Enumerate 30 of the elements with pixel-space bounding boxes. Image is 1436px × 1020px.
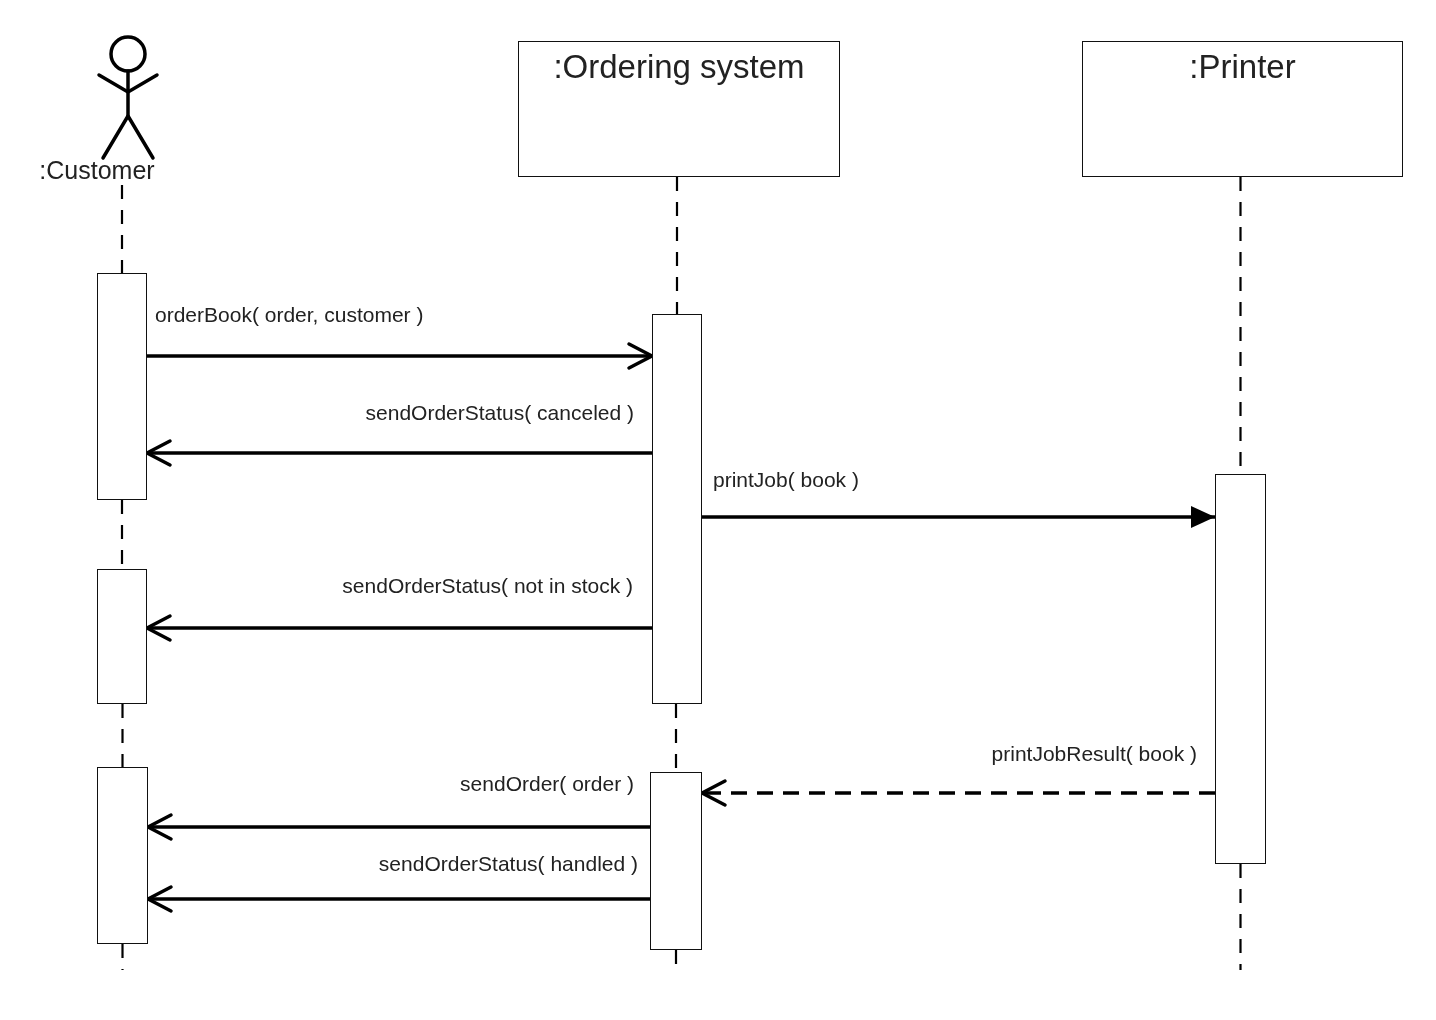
message-label: printJob( book ) <box>713 468 859 492</box>
activation-bar <box>1215 474 1266 864</box>
message-label: orderBook( order, customer ) <box>155 303 424 327</box>
activation-bar <box>650 772 702 950</box>
actor-name: :Customer <box>38 156 156 184</box>
activation-bar <box>97 273 147 500</box>
object-name: :Printer <box>1189 47 1296 87</box>
lifeline <box>675 177 679 314</box>
message-label: sendOrder( order ) <box>460 772 634 796</box>
lifeline <box>120 185 124 273</box>
lifeline <box>121 944 124 970</box>
activation-bar <box>97 569 147 704</box>
lifeline <box>121 704 124 767</box>
message-arrow <box>700 779 1215 807</box>
object-name: :Ordering system <box>553 47 805 87</box>
object-box <box>1082 41 1403 177</box>
message-label: sendOrderStatus( handled ) <box>378 852 638 876</box>
message-label: printJobResult( book ) <box>991 742 1197 766</box>
message-label: sendOrderStatus( canceled ) <box>365 401 634 425</box>
message-arrow <box>702 506 1215 528</box>
message-arrow <box>146 885 650 913</box>
message-arrow <box>145 439 652 467</box>
message-arrow <box>147 342 654 370</box>
lifeline <box>1239 864 1242 970</box>
message-arrow <box>145 614 652 642</box>
activation-bar <box>97 767 148 944</box>
message-arrow <box>146 813 650 841</box>
activation-bar <box>652 314 702 704</box>
message-label: sendOrderStatus( not in stock ) <box>342 574 633 598</box>
object-box <box>518 41 840 177</box>
